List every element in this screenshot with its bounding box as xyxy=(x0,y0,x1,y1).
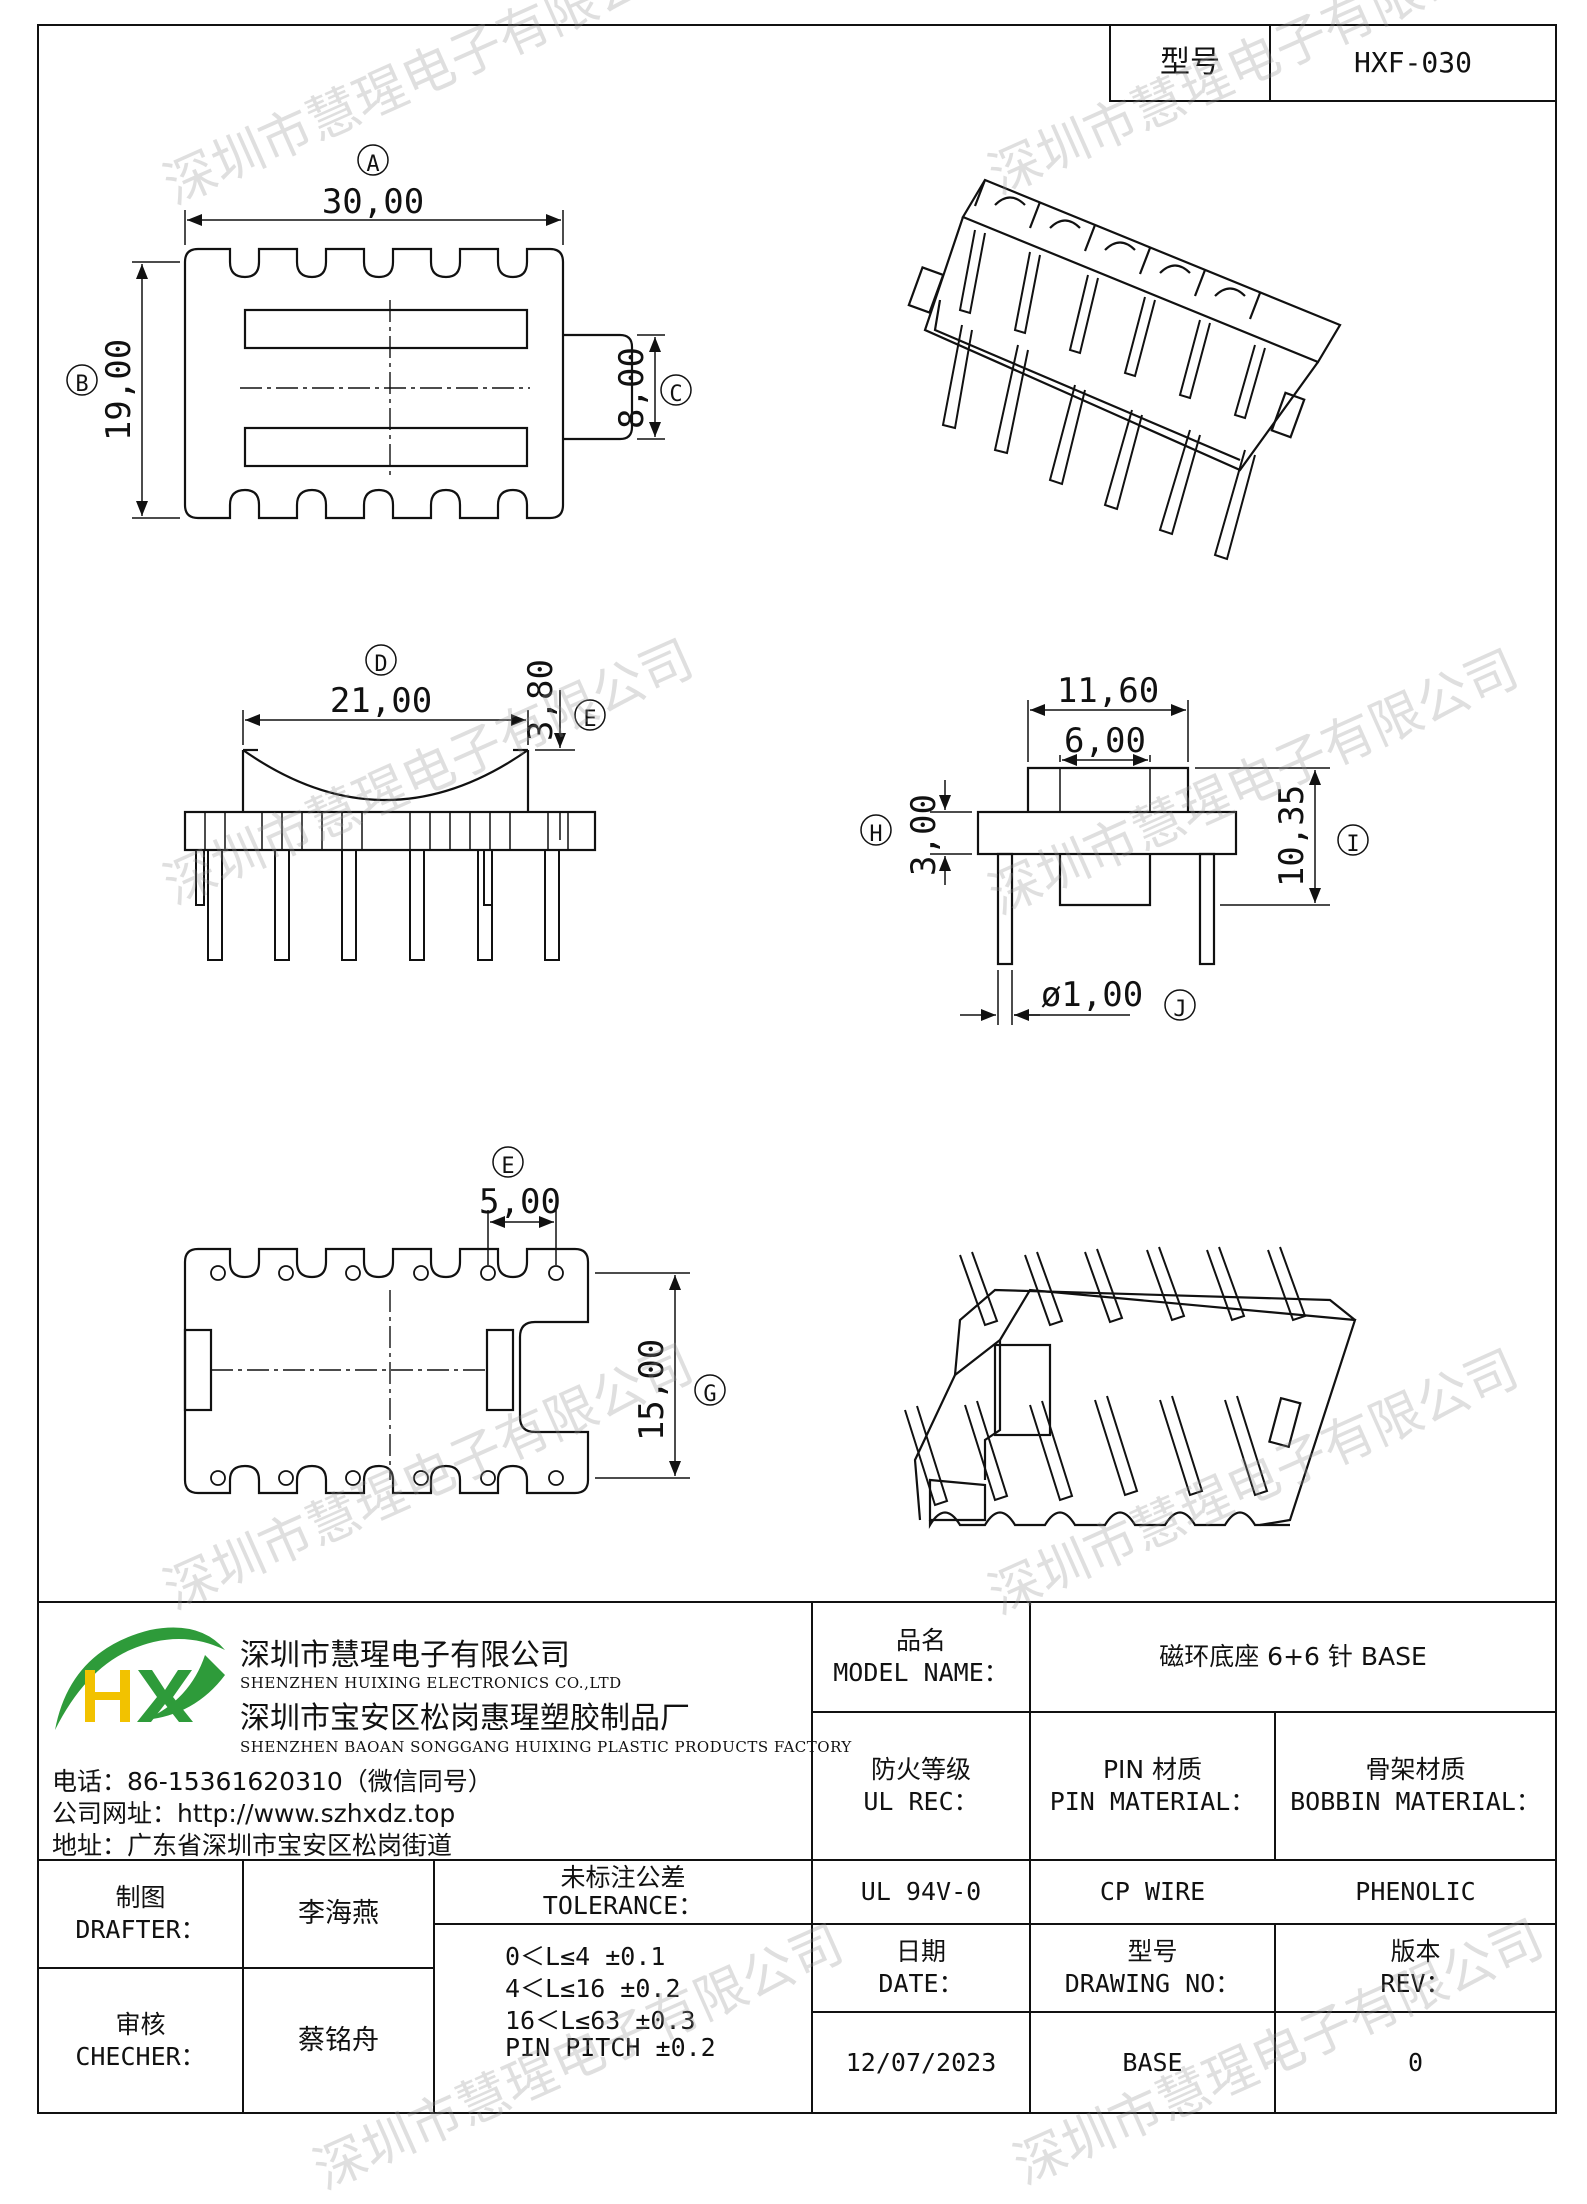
dim-width: 30,00 xyxy=(322,182,424,222)
dim-inner-width: 6,00 xyxy=(1064,721,1146,761)
callout-j: J xyxy=(1173,997,1186,1022)
rev-cn: 版本 xyxy=(1390,1937,1441,1966)
side-view xyxy=(976,766,1238,966)
bobbin-material-en: BOBBIN MATERIAL： xyxy=(1290,1787,1541,1816)
callout-c: C xyxy=(669,382,682,407)
pin-material-value: CP WIRE xyxy=(1099,1877,1206,1906)
bobbin-material-header: 骨架材质 BOBBIN MATERIAL： xyxy=(1275,1712,1556,1860)
tolerance-row-1: 0＜L≤4 ±0.1 xyxy=(505,1942,666,1971)
top-view xyxy=(183,247,634,520)
company-name-en: SHENZHEN HUIXING ELECTRONICS CO.,LTD xyxy=(240,1674,622,1692)
dim-tab: 8,00 xyxy=(612,347,652,429)
bottom-view-labels: E 5,00 15,00 G xyxy=(479,1154,717,1441)
top-view-labels: A 30,00 B 19,00 8,00 C xyxy=(75,152,682,441)
bottom-view xyxy=(183,1247,590,1495)
rev-value: 0 xyxy=(1407,2047,1424,2077)
bobbin-material-cn: 骨架材质 xyxy=(1365,1755,1466,1784)
dim-height: 19,00 xyxy=(99,339,139,441)
model-name-header: 品名 MODEL NAME： xyxy=(812,1602,1030,1712)
drawing-sheet: A 30,00 B 19,00 8,00 C xyxy=(37,0,1557,2202)
model-name-value: 磁环底座 6+6 针 BASE xyxy=(1159,1642,1427,1671)
checker-value: 蔡铭舟 xyxy=(298,2024,379,2056)
bobbin-material-value: PHENOLIC xyxy=(1355,1877,1476,1906)
model-name-en: MODEL NAME： xyxy=(833,1658,1009,1687)
tolerance-row-2: 4＜L≤16 ±0.2 xyxy=(505,1974,681,2003)
drawing-no-value: BASE xyxy=(1122,2047,1183,2077)
dim-pin-diameter: ø1,00 xyxy=(1041,975,1143,1015)
callout-h: H xyxy=(869,822,882,847)
drafter-cn: 制图 xyxy=(115,1883,166,1912)
drawing-no-cn: 型号 xyxy=(1127,1937,1178,1966)
dim-row-spacing: 15,00 xyxy=(632,1339,672,1441)
callout-d: D xyxy=(374,652,387,677)
top-view-dims xyxy=(66,144,692,519)
rev-header: 版本 REV： xyxy=(1275,1924,1556,2012)
pin-material-header: PIN 材质 PIN MATERIAL： xyxy=(1030,1712,1275,1860)
ul-value: UL 94V-0 xyxy=(860,1877,982,1906)
bottom-view-dims xyxy=(487,1146,726,1479)
pin-material-cn: PIN 材质 xyxy=(1102,1755,1203,1784)
company-phone: 电话：86-15361620310（微信同号） xyxy=(52,1767,493,1796)
fire-rating-cn: 防火等级 xyxy=(870,1755,971,1784)
callout-g: G xyxy=(703,1382,716,1407)
tolerance-row-4: PIN PITCH ±0.2 xyxy=(505,2033,716,2062)
callout-e-front: E xyxy=(583,707,596,732)
title-box-value: HXF-030 xyxy=(1353,46,1472,79)
pin-material-en: PIN MATERIAL： xyxy=(1049,1787,1256,1816)
date-cn: 日期 xyxy=(895,1937,946,1966)
front-view-dims xyxy=(242,644,606,840)
checker-en: CHECHER： xyxy=(75,2041,206,2071)
date-value: 12/07/2023 xyxy=(845,2047,997,2077)
checker-header: 审核 CHECHER： xyxy=(38,1968,243,2113)
fire-rating-en: UL REC： xyxy=(863,1787,979,1816)
callout-i: I xyxy=(1346,832,1359,857)
date-header: 日期 DATE： xyxy=(812,1924,1030,2012)
side-view-labels: 11,60 6,00 H 3,00 10,35 I ø1,00 J xyxy=(869,671,1359,1022)
callout-b: B xyxy=(75,372,88,397)
iso-view-top xyxy=(907,178,1342,561)
tolerance-header: 未标注公差 TOLERANCE： xyxy=(434,1860,812,1924)
drawing-no-en: DRAWING NO： xyxy=(1064,1969,1241,1998)
drafter-header: 制图 DRAFTER： xyxy=(38,1860,243,1968)
dim-pin-pitch: 5,00 xyxy=(479,1182,561,1222)
rev-en: REV： xyxy=(1380,1969,1451,1998)
front-view-labels: D 21,00 3,80 E xyxy=(330,652,597,741)
company-name-cn: 深圳市慧瑆电子有限公司 xyxy=(240,1638,570,1673)
dim-arc-depth: 3,80 xyxy=(521,659,561,741)
drawing-canvas: A 30,00 B 19,00 8,00 C xyxy=(37,24,1557,2114)
drafter-value: 李海燕 xyxy=(298,1898,379,1929)
iso-view-bottom xyxy=(904,1246,1357,1529)
front-view xyxy=(183,748,597,961)
fire-rating-header: 防火等级 UL REC： xyxy=(812,1712,1030,1860)
side-view-dims xyxy=(860,700,1369,1025)
dim-top-width: 11,60 xyxy=(1057,671,1159,711)
dim-arc-width: 21,00 xyxy=(330,681,432,721)
checker-cn: 审核 xyxy=(115,2009,166,2039)
callout-a: A xyxy=(366,152,379,177)
factory-name-cn: 深圳市宝安区松岗惠瑆塑胶制品厂 xyxy=(240,1701,690,1736)
title-block-grid xyxy=(38,1601,1556,2113)
sheet-border xyxy=(37,24,1557,2114)
company-website: 公司网址：http://www.szhxdz.top xyxy=(52,1799,456,1828)
company-address: 地址：广东省深圳市宝安区松岗街道 xyxy=(52,1831,453,1860)
date-en: DATE： xyxy=(878,1969,964,1998)
title-box-label: 型号 xyxy=(1160,45,1220,80)
company-logo xyxy=(55,1627,225,1730)
drafter-en: DRAFTER： xyxy=(75,1915,206,1944)
drawing-no-header: 型号 DRAWING NO： xyxy=(1030,1924,1275,2012)
title-box xyxy=(1109,24,1557,102)
dim-total-height: 10,35 xyxy=(1272,785,1312,887)
tolerance-row-3: 16＜L≤63 ±0.3 xyxy=(505,2006,696,2035)
tolerance-cn: 未标注公差 xyxy=(560,1863,686,1892)
tolerance-en: TOLERANCE： xyxy=(542,1891,704,1920)
factory-name-en: SHENZHEN BAOAN SONGGANG HUIXING PLASTIC … xyxy=(240,1738,852,1756)
callout-e-bottom: E xyxy=(501,1154,514,1179)
model-name-cn: 品名 xyxy=(895,1626,946,1655)
dim-base-height: 3,00 xyxy=(904,794,944,876)
